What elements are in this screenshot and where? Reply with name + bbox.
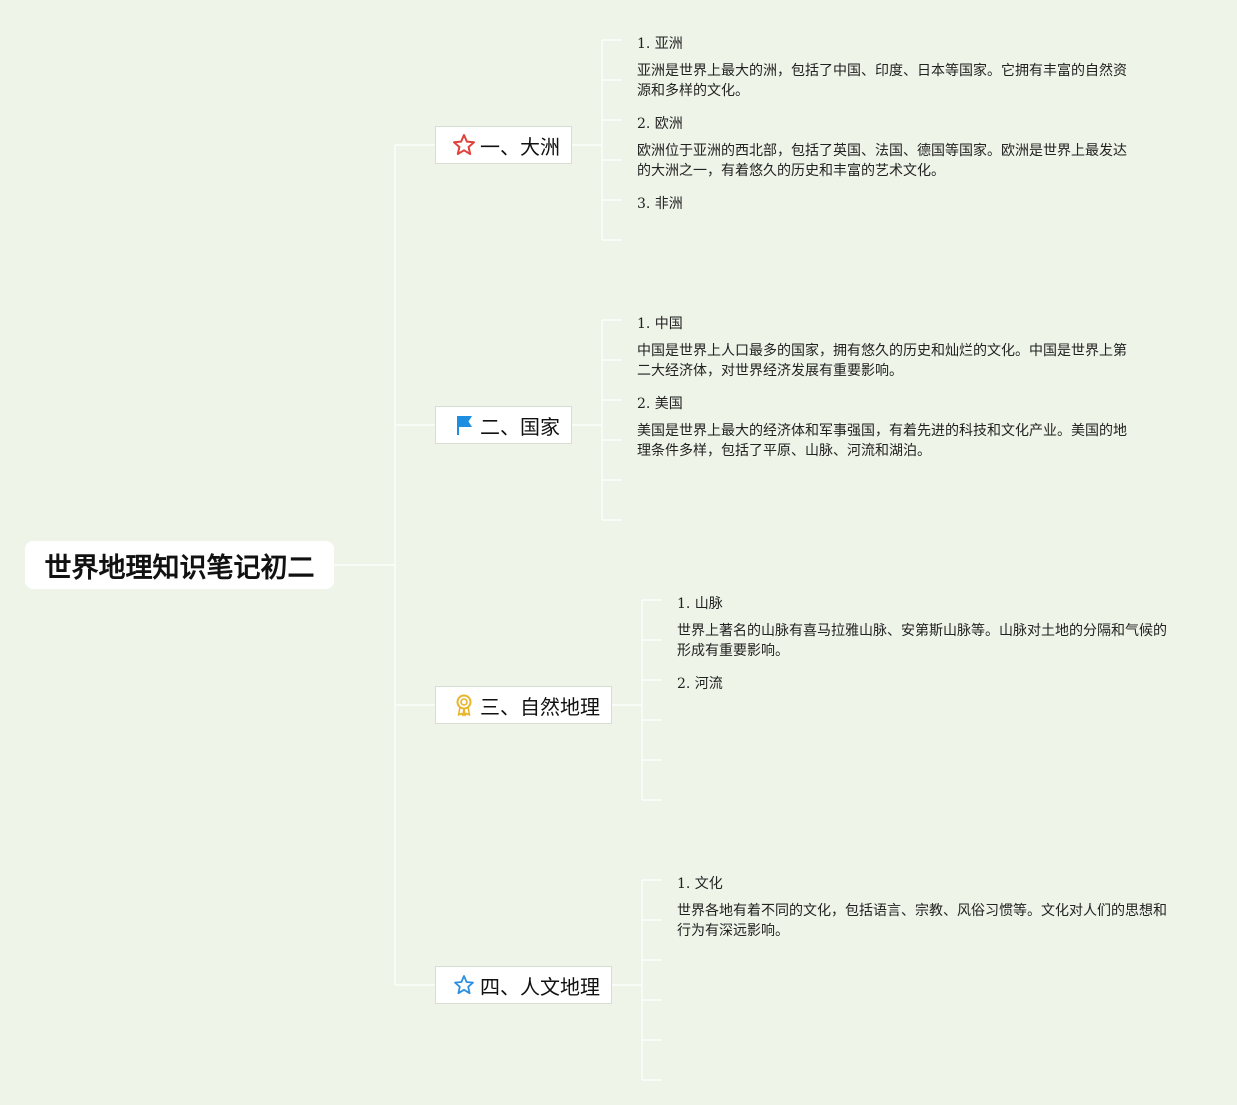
branch-continents[interactable]: 一、大洲 bbox=[435, 126, 572, 164]
leaf-title[interactable]: 1. 山脉 bbox=[677, 596, 723, 612]
leaf-title[interactable]: 1. 中国 bbox=[637, 316, 683, 332]
blue-star-outline-icon bbox=[452, 973, 476, 997]
red-star-outline-icon bbox=[452, 133, 476, 157]
branch-label: 一、大洲 bbox=[480, 134, 560, 159]
gold-medal-icon bbox=[452, 693, 476, 717]
leaf-text[interactable]: 美国是世界上最大的经济体和军事强国，有着先进的科技和文化产业。美国的地理条件多样… bbox=[637, 423, 1127, 459]
branch-label: 四、人文地理 bbox=[480, 974, 600, 999]
leaf-text[interactable]: 世界上著名的山脉有喜马拉雅山脉、安第斯山脉等。山脉对土地的分隔和气候的形成有重要… bbox=[677, 623, 1167, 659]
root-topic[interactable]: 世界地理知识笔记初二 bbox=[25, 541, 334, 589]
branch-label: 二、国家 bbox=[480, 414, 560, 439]
leaf-title[interactable]: 1. 文化 bbox=[677, 876, 723, 892]
leaf-text[interactable]: 欧洲位于亚洲的西北部，包括了英国、法国、德国等国家。欧洲是世界上最发达的大洲之一… bbox=[637, 143, 1127, 179]
blue-flag-icon bbox=[452, 413, 476, 437]
leaf-title[interactable]: 2. 河流 bbox=[677, 676, 723, 692]
leaf-text[interactable]: 中国是世界上人口最多的国家，拥有悠久的历史和灿烂的文化。中国是世界上第二大经济体… bbox=[637, 343, 1127, 379]
leaf-title[interactable]: 2. 欧洲 bbox=[637, 116, 683, 132]
branch-countries[interactable]: 二、国家 bbox=[435, 406, 572, 444]
leaf-title[interactable]: 2. 美国 bbox=[637, 396, 683, 412]
leaf-text[interactable]: 亚洲是世界上最大的洲，包括了中国、印度、日本等国家。它拥有丰富的自然资源和多样的… bbox=[637, 63, 1127, 99]
branch-physical-geography[interactable]: 三、自然地理 bbox=[435, 686, 612, 724]
branch-human-geography[interactable]: 四、人文地理 bbox=[435, 966, 612, 1004]
leaf-title[interactable]: 1. 亚洲 bbox=[637, 36, 683, 52]
branch-label: 三、自然地理 bbox=[480, 694, 600, 719]
leaf-title[interactable]: 3. 非洲 bbox=[637, 196, 683, 212]
leaf-text[interactable]: 世界各地有着不同的文化，包括语言、宗教、风俗习惯等。文化对人们的思想和行为有深远… bbox=[677, 903, 1167, 939]
